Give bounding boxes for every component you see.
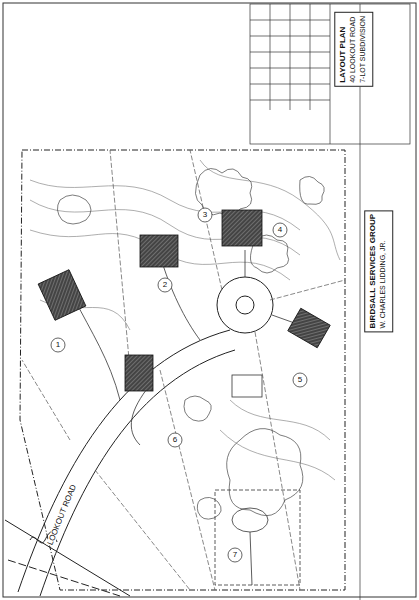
title-text: BIRDSALL SERVICES GROUP: [368, 214, 377, 328]
road: [5, 277, 273, 596]
lot-number: 3: [202, 211, 208, 219]
title-text: 7-LOT SUBDIVISION: [359, 16, 367, 83]
title-block: LAYOUT PLAN40 LOOKOUT ROAD7-LOT SUBDIVIS…: [334, 12, 373, 87]
lot-number: 4: [277, 226, 283, 234]
lot-number: 7: [232, 551, 238, 559]
existing-house: [215, 375, 300, 585]
driveways: [75, 250, 300, 445]
title-table: [250, 4, 410, 600]
sheet-frame: [3, 3, 416, 597]
title-text: LAYOUT PLAN: [338, 16, 347, 83]
lot-circle: [51, 208, 307, 562]
lot-number: 1: [55, 341, 61, 349]
lot-lines: [22, 150, 345, 590]
lot-number: 2: [162, 281, 168, 289]
lot-number: 5: [297, 376, 303, 384]
contours: [30, 160, 340, 480]
title-text: W. CHARLES LIDDING, JR.: [379, 214, 387, 328]
title-text: 40 LOOKOUT ROAD: [349, 16, 357, 83]
title-block: BIRDSALL SERVICES GROUPW. CHARLES LIDDIN…: [364, 210, 393, 332]
proposed-house: [38, 210, 330, 391]
lot-number: 6: [172, 436, 178, 444]
